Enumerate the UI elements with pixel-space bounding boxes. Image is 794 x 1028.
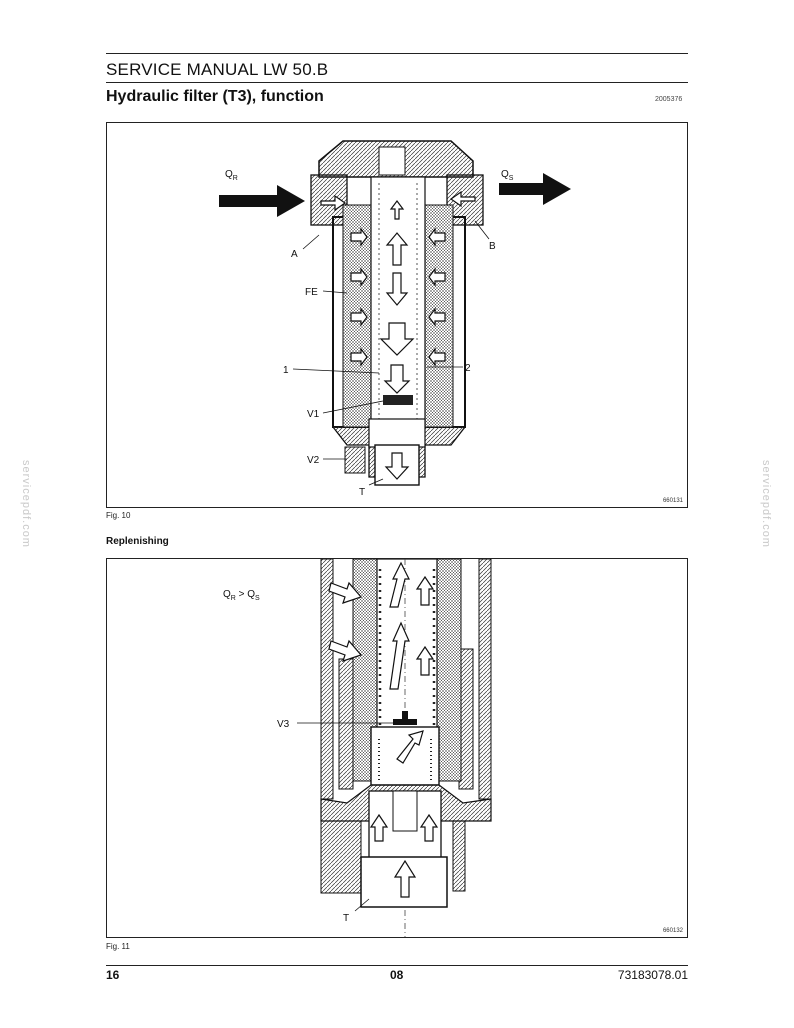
label-b: B (489, 241, 496, 252)
section-title: Hydraulic filter (T3), function (106, 88, 324, 105)
label-fe: FE (305, 287, 318, 298)
label-v3: V3 (277, 719, 290, 730)
label-1: 1 (283, 365, 289, 376)
label-qs: QS (501, 169, 514, 182)
figure-11-caption: Fig. 11 (106, 942, 130, 951)
watermark-left: servicepdf.com (20, 460, 32, 548)
replenishing-heading: Replenishing (106, 536, 169, 547)
filter-section-drawing: QR QS A B FE 1 2 V1 V2 T (219, 140, 571, 498)
label-v2: V2 (307, 455, 320, 466)
label-t: T (343, 913, 349, 924)
doc-title: SERVICE MANUAL LW 50.B (106, 60, 329, 79)
figure-10-caption: Fig. 10 (106, 511, 131, 520)
watermark-right: servicepdf.com (760, 460, 772, 548)
doc-number: 73183078.01 (617, 968, 688, 982)
footer-rule (106, 965, 688, 966)
title-rule (106, 82, 688, 83)
chapter-number: 08 (390, 968, 404, 982)
label-a: A (291, 249, 298, 260)
label-qr-gt-qs: QR > QS (223, 589, 260, 602)
replenishing-section-drawing: QR > QS V3 T (223, 559, 492, 937)
top-rule (106, 53, 688, 54)
figure-10: QR QS A B FE 1 2 V1 V2 T 660131 (106, 122, 688, 508)
figure-10-code: 660131 (662, 498, 683, 504)
label-2: 2 (465, 363, 471, 374)
doc-code: 2005376 (655, 96, 683, 103)
figure-11-code: 660132 (662, 928, 683, 934)
page-number: 16 (106, 968, 120, 982)
label-t: T (359, 487, 365, 498)
label-qr: QR (225, 169, 238, 182)
figure-11: QR > QS V3 T 660132 (106, 558, 688, 938)
label-v1: V1 (307, 409, 320, 420)
